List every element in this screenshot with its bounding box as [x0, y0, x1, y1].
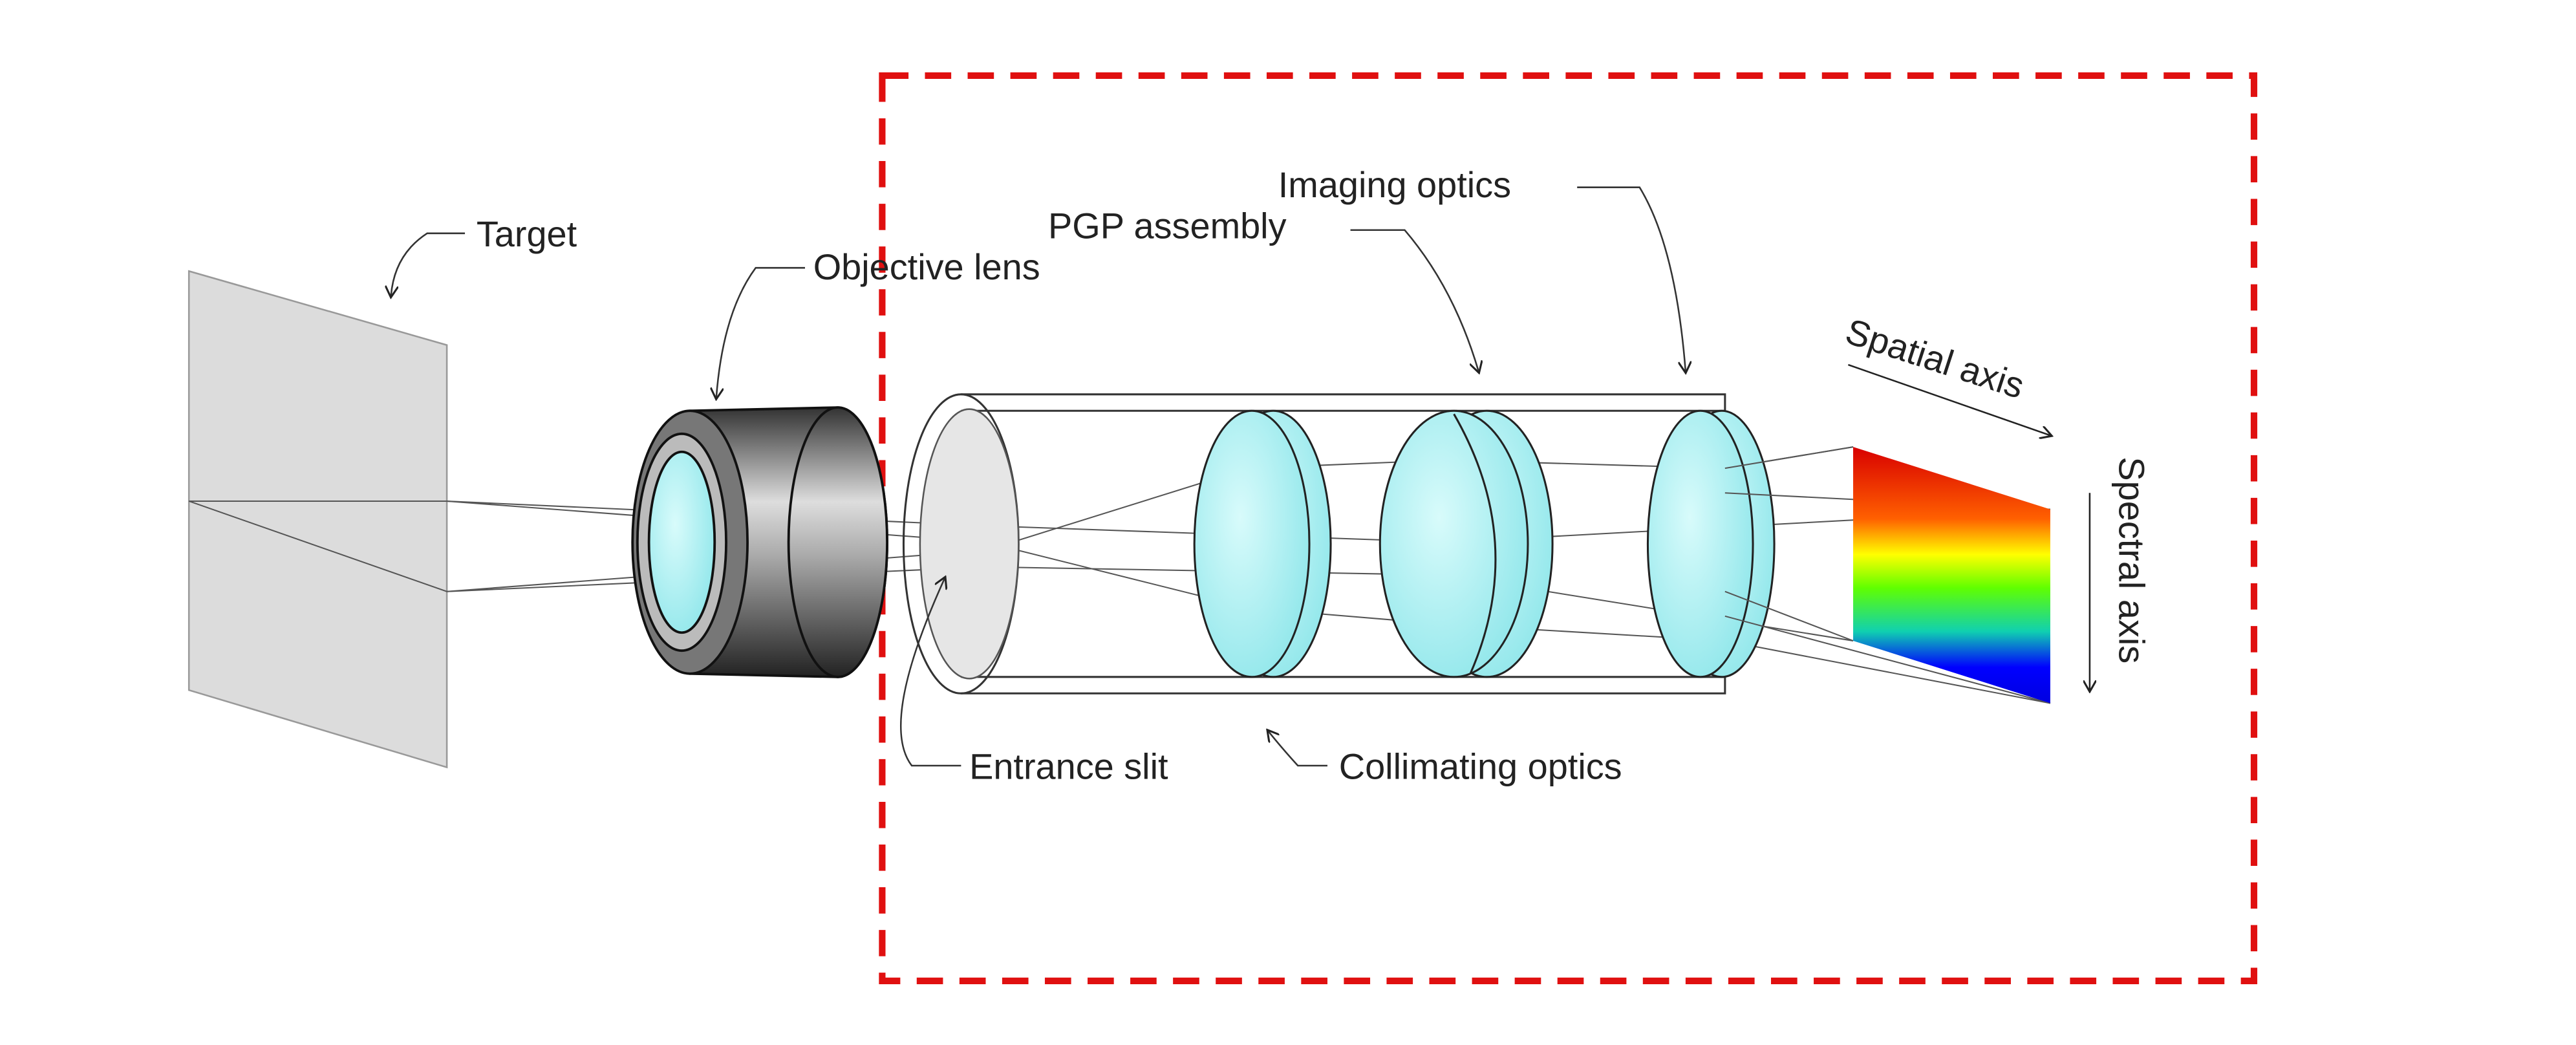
label-pgp-assembly: PGP assembly — [1048, 205, 1287, 246]
collimating-lens — [1193, 409, 1332, 678]
label-spatial-axis: Spatial axis — [1841, 310, 2029, 406]
spatial-axis-arrow — [1847, 363, 2050, 435]
imaging-lens — [1646, 409, 1776, 678]
spectrograph-tube — [902, 393, 1726, 695]
objective-lens — [631, 406, 888, 678]
label-target: Target — [477, 213, 577, 254]
target-plane — [188, 270, 448, 769]
pgp-assembly — [1379, 409, 1554, 678]
label-objective-lens: Objective lens — [813, 246, 1040, 287]
label-collimating-optics: Collimating optics — [1339, 746, 1622, 786]
label-spectral-axis: Spectral axis — [2112, 457, 2152, 663]
detector-spectrum — [1853, 447, 2050, 704]
entrance-slit-disk — [919, 408, 1020, 680]
label-entrance-slit: Entrance slit — [969, 746, 1168, 786]
label-imaging-optics: Imaging optics — [1278, 164, 1511, 205]
leader-lines — [391, 186, 1686, 767]
